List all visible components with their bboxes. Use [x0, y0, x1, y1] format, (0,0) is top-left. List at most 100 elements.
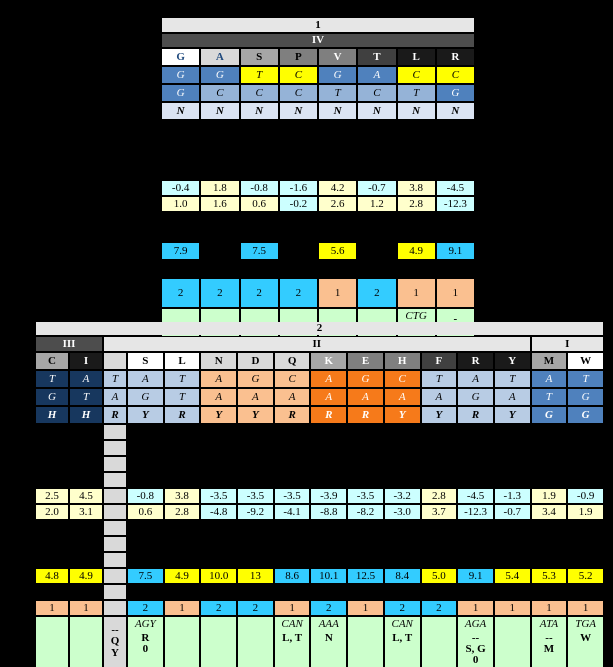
- separator-row: [238, 521, 273, 535]
- count-row-cell: 2: [358, 279, 396, 307]
- separator-row: [36, 457, 68, 471]
- separator-row: [274, 473, 310, 487]
- separator-row: [458, 553, 493, 567]
- note-cell: ATA-- M: [531, 617, 567, 667]
- codon3-row-cell: G: [568, 407, 603, 423]
- aa-row-cell: [104, 353, 126, 369]
- separator-row: [70, 537, 102, 551]
- separator-row: [458, 585, 493, 599]
- count-row-cell: 2: [240, 279, 278, 307]
- codon1-row-cell: T: [494, 371, 530, 387]
- value-b-row-cell: -4.8: [201, 505, 237, 519]
- separator-row: [201, 425, 237, 439]
- separator-row: [274, 441, 310, 455]
- separator-row: [421, 521, 457, 535]
- codon1-row-cell: A: [311, 371, 347, 387]
- separator-row: [164, 585, 200, 599]
- separator-row: [311, 521, 347, 535]
- separator-row: [201, 585, 237, 599]
- value-a-row-cell: -0.9: [568, 489, 603, 503]
- value-b-row-cell: -8.8: [311, 505, 347, 519]
- note-codon: AGY: [134, 618, 156, 630]
- value-b-row-cell: -12.3: [458, 505, 493, 519]
- codon2-row-cell: A: [384, 389, 420, 405]
- value-b-row-cell: 2.0: [36, 505, 68, 519]
- separator-row: [421, 537, 457, 551]
- count-row-cell: 1: [70, 601, 102, 615]
- separator-row: [274, 585, 310, 599]
- aa-row-cell: S: [128, 353, 163, 369]
- value-c-row-cell: 4.8: [36, 569, 68, 583]
- aa-row-cell: R: [458, 353, 493, 369]
- codon2-row-cell: A: [274, 389, 310, 405]
- aa-row-cell: Y: [494, 353, 530, 369]
- count-row-cell: 2: [128, 601, 163, 615]
- codon1-row-cell: A: [531, 371, 567, 387]
- value-c-row-cell: 5.4: [494, 569, 530, 583]
- value-a-row-cell: 4.5: [70, 489, 102, 503]
- codon1-row-cell: A: [70, 371, 102, 387]
- codon3-row-cell: N: [436, 103, 474, 119]
- value-a-row-cell: -3.5: [238, 489, 273, 503]
- separator-row: [421, 585, 457, 599]
- separator-row: [70, 425, 102, 439]
- separator-row: [421, 553, 457, 567]
- codon2-row-cell: G: [568, 389, 603, 405]
- aa-row-cell: M: [531, 353, 567, 369]
- aa-row-cell: H: [384, 353, 420, 369]
- separator-row: [494, 473, 530, 487]
- aa-row-cell: D: [238, 353, 273, 369]
- codon2-row-cell: T: [70, 389, 102, 405]
- separator-row: [128, 425, 163, 439]
- separator-row: [311, 553, 347, 567]
- separator-row: [238, 441, 273, 455]
- separator-row: [348, 441, 383, 455]
- count-row-cell: 2: [201, 601, 237, 615]
- separator-row: [348, 521, 383, 535]
- block-2-label-iii: III: [36, 337, 102, 351]
- separator-row: [36, 521, 68, 535]
- separator-row: [531, 441, 567, 455]
- separator-row: [421, 473, 457, 487]
- separator-row: [348, 457, 383, 471]
- separator-row: [104, 473, 126, 487]
- value-c-row-cell: 7.5: [240, 243, 278, 259]
- separator-row: [348, 553, 383, 567]
- codon3-row-cell: H: [70, 407, 102, 423]
- separator-row: [70, 457, 102, 471]
- count-row-cell: 1: [397, 279, 435, 307]
- separator-row: [36, 473, 68, 487]
- aa-row-cell: E: [348, 353, 383, 369]
- value-a-row-cell: -3.2: [384, 489, 420, 503]
- separator-row: [70, 553, 102, 567]
- codon2-row-cell: A: [201, 389, 237, 405]
- codon2-row-cell: T: [531, 389, 567, 405]
- value-c-row-cell: [279, 243, 317, 259]
- value-c-row-cell: 4.9: [70, 569, 102, 583]
- separator-row: [421, 425, 457, 439]
- value-c-row-cell: [104, 569, 126, 583]
- separator-row: [164, 425, 200, 439]
- codon1-row-cell: G: [348, 371, 383, 387]
- separator-row: [384, 441, 420, 455]
- aa-row-cell: T: [358, 49, 396, 65]
- value-b-row-cell: 1.6: [201, 197, 239, 211]
- codon3-row-cell: R: [311, 407, 347, 423]
- value-a-row-cell: 2.5: [36, 489, 68, 503]
- value-b-row-cell: 3.7: [421, 505, 457, 519]
- separator-row: [164, 553, 200, 567]
- codon3-row-cell: N: [162, 103, 200, 119]
- count-row-cell: 1: [458, 601, 493, 615]
- separator-row: [568, 521, 603, 535]
- separator-row: [384, 585, 420, 599]
- separator-row: [568, 553, 603, 567]
- note-residue: N: [324, 632, 333, 644]
- codon3-row-cell: Y: [238, 407, 273, 423]
- separator-row: [311, 473, 347, 487]
- aa-row-cell: I: [70, 353, 102, 369]
- codon1-row-cell: A: [128, 371, 163, 387]
- separator-row: [531, 585, 567, 599]
- count-row-cell: 2: [421, 601, 457, 615]
- separator-row: [311, 441, 347, 455]
